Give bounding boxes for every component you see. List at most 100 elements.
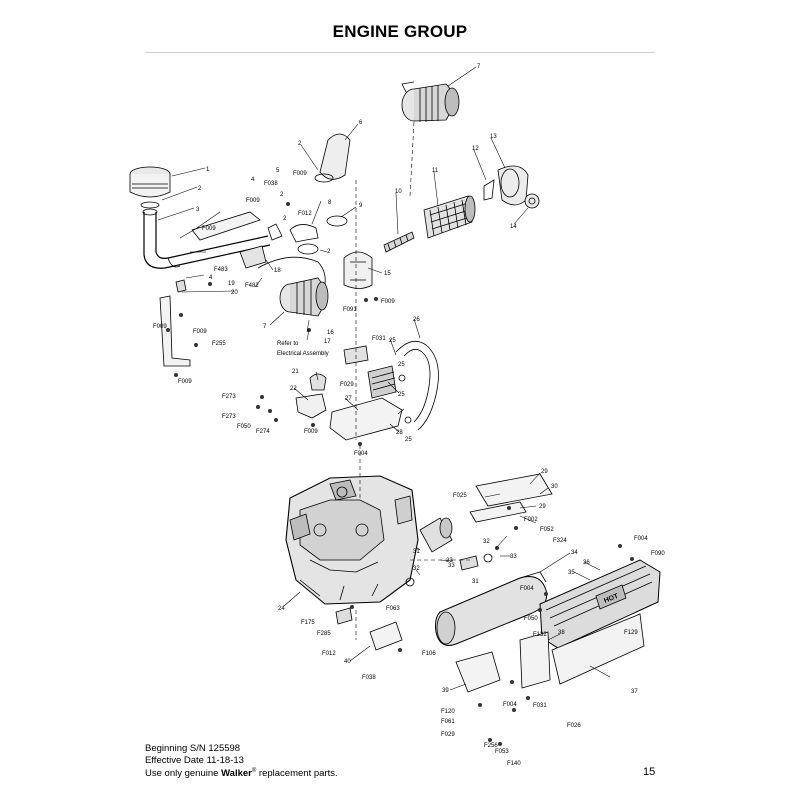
svg-text:F273: F273 [222, 394, 236, 400]
center-lines [355, 121, 470, 640]
svg-text:2: 2 [327, 249, 331, 255]
svg-text:25: 25 [398, 362, 405, 368]
svg-text:18: 18 [274, 268, 281, 274]
svg-text:Electrical Assembly: Electrical Assembly [277, 351, 329, 357]
svg-text:F009: F009 [153, 324, 167, 330]
air-cleaner-lower [279, 251, 373, 317]
svg-text:F090: F090 [651, 551, 665, 557]
svg-text:F038: F038 [264, 181, 278, 187]
svg-text:F132: F132 [533, 632, 547, 638]
svg-text:F256: F256 [484, 743, 498, 749]
svg-text:F285: F285 [317, 631, 331, 637]
intake-elbow [267, 133, 351, 255]
exhaust-brackets [335, 473, 645, 693]
svg-text:25: 25 [398, 392, 405, 398]
svg-text:F009: F009 [246, 198, 260, 204]
svg-text:16: 16 [327, 330, 334, 336]
svg-text:F061: F061 [441, 719, 455, 725]
svg-text:4: 4 [251, 177, 255, 183]
svg-text:36: 36 [583, 560, 590, 566]
svg-text:27: 27 [345, 396, 352, 402]
svg-text:33: 33 [448, 563, 455, 569]
svg-text:F106: F106 [422, 651, 436, 657]
svg-text:20: 20 [231, 290, 238, 296]
svg-text:F053: F053 [495, 749, 509, 755]
svg-text:F038: F038 [362, 675, 376, 681]
svg-text:2: 2 [283, 216, 287, 222]
svg-text:17: 17 [324, 339, 331, 345]
svg-text:F050: F050 [524, 616, 538, 622]
svg-text:22: 22 [290, 386, 297, 392]
mount-brackets [159, 211, 326, 367]
svg-text:32: 32 [483, 539, 490, 545]
svg-text:F052: F052 [540, 527, 554, 533]
svg-text:4: 4 [209, 275, 213, 281]
svg-text:F175: F175 [301, 620, 315, 626]
air-filter-components [383, 165, 540, 253]
svg-text:F050: F050 [237, 424, 251, 430]
svg-text:33: 33 [510, 554, 517, 560]
svg-text:F004: F004 [354, 451, 368, 457]
svg-text:11: 11 [432, 168, 439, 174]
svg-text:F026: F026 [567, 723, 581, 729]
svg-text:14: 14 [510, 224, 517, 230]
svg-text:40: 40 [344, 659, 351, 665]
svg-text:F129: F129 [624, 630, 638, 636]
svg-text:23: 23 [446, 558, 453, 564]
svg-text:19: 19 [228, 281, 235, 287]
svg-text:10: 10 [395, 189, 402, 195]
svg-text:F483: F483 [214, 267, 228, 273]
svg-text:7: 7 [263, 324, 267, 330]
svg-text:8: 8 [328, 200, 332, 206]
part-labels: 1 2 3 2 6 7 13 12 11 10 14 4 5 F038 F009… [153, 64, 665, 767]
svg-text:F009: F009 [193, 329, 207, 335]
svg-text:9: 9 [359, 203, 363, 209]
svg-text:F012: F012 [322, 651, 336, 657]
fasteners [166, 202, 634, 746]
svg-text:2: 2 [298, 141, 302, 147]
svg-text:F025: F025 [453, 493, 467, 499]
svg-text:38: 38 [558, 630, 565, 636]
air-cleaner-top [401, 81, 460, 122]
svg-text:29: 29 [539, 504, 546, 510]
svg-text:31: 31 [413, 549, 420, 555]
svg-text:3: 3 [196, 207, 200, 213]
svg-text:F029: F029 [441, 732, 455, 738]
svg-text:F012: F012 [298, 211, 312, 217]
svg-text:F031: F031 [372, 336, 386, 342]
svg-text:F004: F004 [634, 536, 648, 542]
svg-text:29: 29 [541, 469, 548, 475]
svg-text:26: 26 [413, 317, 420, 323]
svg-text:37: 37 [631, 689, 638, 695]
svg-text:28: 28 [396, 430, 403, 436]
leader-lines [157, 66, 611, 691]
svg-text:F031: F031 [533, 703, 547, 709]
svg-text:F091: F091 [343, 307, 357, 313]
svg-text:F009: F009 [304, 429, 318, 435]
svg-text:F009: F009 [293, 171, 307, 177]
footer-info: Beginning S/N 125598 Effective Date 11-1… [145, 743, 338, 780]
svg-text:F273: F273 [222, 414, 236, 420]
svg-text:15: 15 [384, 271, 391, 277]
svg-text:F063: F063 [386, 606, 400, 612]
svg-text:25: 25 [389, 338, 396, 344]
svg-text:13: 13 [490, 134, 497, 140]
svg-text:F002: F002 [524, 517, 538, 523]
svg-text:5: 5 [276, 168, 280, 174]
svg-text:7: 7 [477, 64, 481, 70]
svg-text:30: 30 [551, 484, 558, 490]
svg-text:F140: F140 [507, 761, 521, 767]
header-rule [145, 52, 655, 53]
svg-text:Refer to: Refer to [277, 341, 299, 347]
svg-text:F274: F274 [256, 429, 270, 435]
effective-date: Effective Date 11-18-13 [145, 754, 244, 766]
svg-text:34: 34 [571, 550, 578, 556]
page-title: ENGINE GROUP [332, 22, 468, 41]
oil-filter [419, 517, 453, 553]
muffler [405, 553, 548, 646]
svg-text:F120: F120 [441, 709, 455, 715]
page-number: 15 [643, 766, 656, 778]
svg-text:32: 32 [413, 566, 420, 572]
engine-block [285, 475, 419, 605]
svg-text:1: 1 [206, 167, 210, 173]
